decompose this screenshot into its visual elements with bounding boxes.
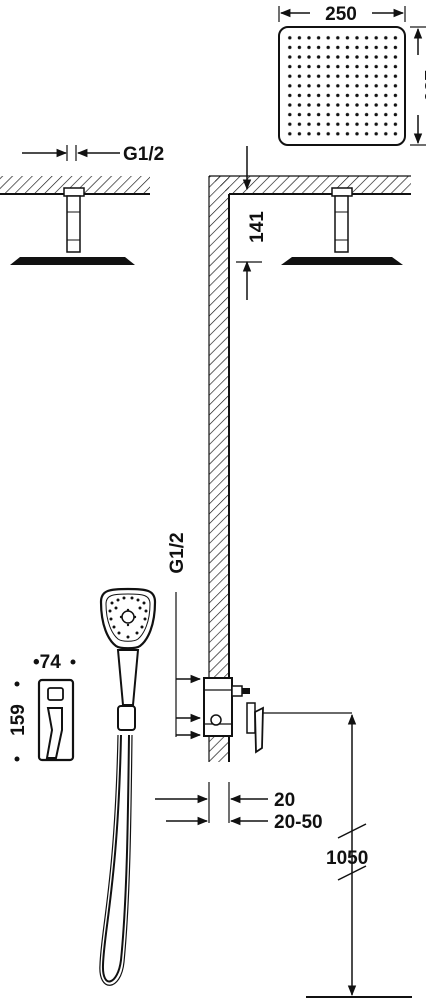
wall-depth-label: 20 <box>274 790 295 811</box>
plate-width-label: •74 <box>33 652 61 673</box>
shower-arm-right <box>334 195 349 253</box>
shower-head-top-view <box>278 26 406 146</box>
head-width-label: 250 <box>325 4 357 25</box>
left-ceiling-view <box>0 176 150 265</box>
shower-head-left <box>10 257 135 265</box>
thread-top-label: G1/2 <box>123 144 164 165</box>
thread-side-dimension: G1/2 <box>167 532 202 740</box>
mount-height-dimension: 1050 <box>306 713 412 998</box>
hand-shower-holder <box>117 705 136 731</box>
ceiling-flange-right <box>331 187 353 197</box>
hand-shower <box>99 587 157 986</box>
hand-shower-head <box>99 587 157 650</box>
mixer-diverter <box>47 687 64 701</box>
hand-shower-handle <box>116 649 140 706</box>
mixer-body-section <box>203 677 352 754</box>
shower-head-nozzles <box>285 33 400 140</box>
right-ceiling-shower <box>281 187 403 265</box>
wall-depth-dimension: 20 20-50 <box>155 782 323 833</box>
head-height-label: 250 <box>420 70 426 102</box>
head-height-dimension: 250 <box>410 26 426 146</box>
plate-height-label: 159 <box>8 704 29 736</box>
shower-arm-left <box>66 195 81 253</box>
plate-width-dimension: •74 <box>33 652 76 673</box>
ceiling-slab-right <box>209 176 411 194</box>
lever-side <box>254 706 264 754</box>
shower-head-right <box>281 257 403 265</box>
arm-length-label: 141 <box>247 211 268 243</box>
wall-range-label: 20-50 <box>274 812 323 833</box>
wall-section <box>208 175 411 762</box>
thread-top-dimension: G1/2 <box>22 144 164 165</box>
plate-height-dimension: 159 <box>8 681 29 762</box>
ceiling-flange-left <box>63 187 85 197</box>
mixer-outlet <box>210 714 222 726</box>
mixer-body <box>203 677 233 737</box>
thread-side-label: G1/2 <box>167 532 188 573</box>
hand-shower-nozzles <box>108 596 148 639</box>
mixer-plate-front <box>37 678 75 762</box>
head-width-dimension: 250 <box>278 4 406 25</box>
mount-height-label: 1050 <box>326 848 368 869</box>
arm-length-dimension: 141 <box>236 146 268 300</box>
diverter-knob <box>231 685 243 697</box>
mixer-lever <box>45 707 63 759</box>
ceiling-slab-left <box>0 176 150 194</box>
shower-hose <box>101 734 130 983</box>
cover-plate-side <box>246 702 256 734</box>
wall-slab <box>209 176 229 762</box>
